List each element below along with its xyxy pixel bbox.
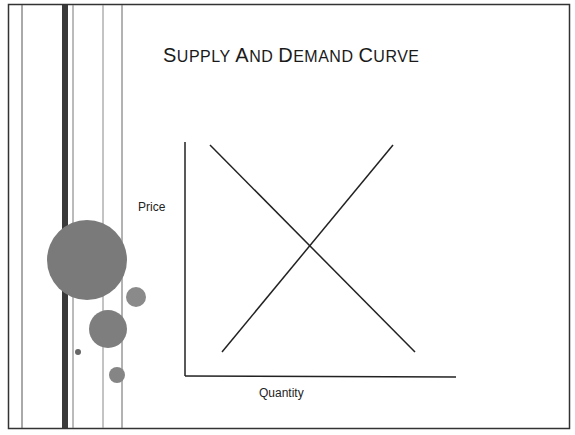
demand-curve xyxy=(210,145,415,352)
title-letters: S xyxy=(163,44,177,66)
title-letters xyxy=(230,48,235,65)
title-letters: D xyxy=(278,44,293,66)
title-letters xyxy=(273,48,278,65)
deco-bar xyxy=(62,5,68,428)
title-letters: UPPLY xyxy=(177,48,231,65)
axis-label: Quantity xyxy=(259,386,304,400)
slide-border xyxy=(9,5,570,429)
deco-circle xyxy=(89,310,127,348)
title-letters xyxy=(353,48,358,65)
slide-title: SUPPLY AND DEMAND CURVE xyxy=(163,44,420,67)
deco-circle xyxy=(47,220,127,300)
title-letters: A xyxy=(235,44,249,66)
deco-circle xyxy=(109,367,125,383)
deco-circle xyxy=(126,287,146,307)
deco-circle xyxy=(75,349,81,355)
deco-line xyxy=(103,5,104,428)
title-letters: C xyxy=(358,44,373,66)
title-letters: EMAND xyxy=(293,48,353,65)
price-axis xyxy=(184,142,186,376)
quantity-axis xyxy=(185,376,456,377)
deco-line xyxy=(122,5,123,428)
deco-line xyxy=(73,5,74,428)
deco-line xyxy=(22,5,23,428)
axis-label: Price xyxy=(138,200,165,214)
title-letters: ND xyxy=(249,48,273,65)
title-letters: URVE xyxy=(373,48,419,65)
supply-curve xyxy=(222,145,393,352)
